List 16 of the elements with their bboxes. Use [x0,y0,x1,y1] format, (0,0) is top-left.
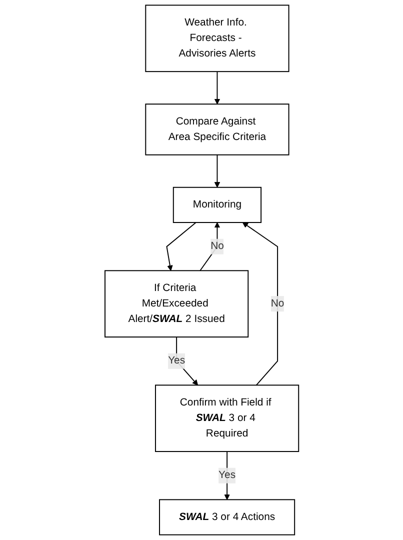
node-box: Weather Info. Forecasts - Advisories Alerts [144,4,289,72]
edge-label: No [210,240,224,252]
node-box: Compare Against Area Specific Criteria [144,104,289,156]
node-box: If Criteria Met/Exceeded Alert/SWAL 2 Issued [104,270,248,338]
arrow [214,154,220,188]
edge-label: Yes [168,355,185,366]
arrow [242,222,278,386]
edge-label: Yes [218,470,236,481]
arrow [176,336,198,386]
arrow [214,71,220,104]
arrow [166,222,196,271]
arrow [224,451,230,500]
node-box: SWAL 3 or 4 Actions [158,499,295,536]
edge-label: No [270,298,284,310]
node-box: Monitoring [172,186,262,223]
node-box: Confirm with Field if SWAL 3 or 4 Required [154,384,299,452]
